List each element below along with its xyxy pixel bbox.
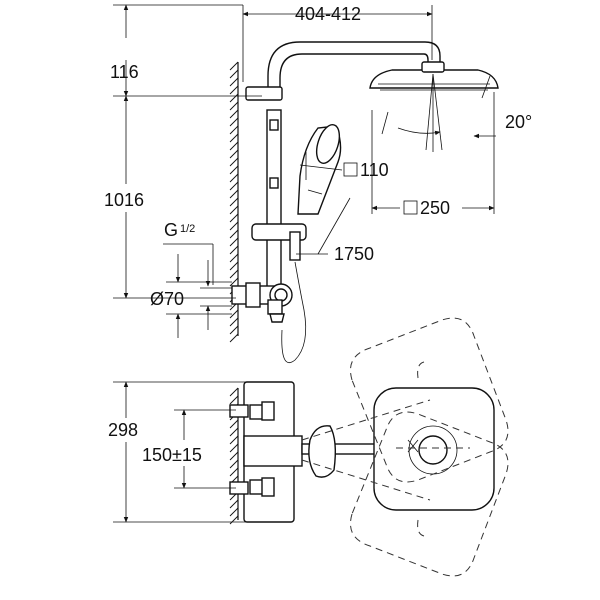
wall-hatch-line [229,69,239,79]
wall-hatch-line [229,189,239,199]
wall-hatch-line [229,229,239,239]
cross-mark-icon [407,439,419,453]
wall-hatch-line [229,93,239,103]
dim-width-span: 404-412 [242,4,433,82]
dim-inlet-diameter: Ø70 [150,254,232,338]
shower-hose [281,261,307,364]
wall-hatch-line [229,499,239,509]
wall-hatch-line [229,467,239,477]
tilt-indicator [381,73,496,152]
wall-hatch-line [229,205,239,215]
wall-hatch-line [229,443,239,453]
top-wall-bracket [245,86,283,101]
wall-hatch-line [229,109,239,119]
head-shower-size-label: 250 [420,198,450,218]
wall-hatch-line [229,237,239,247]
overhead-shower-head-top [373,387,495,511]
wall-hatch-line [229,317,239,327]
hand-shower [297,124,342,215]
dim-inlet-spacing: 150±15 [142,409,236,489]
wall-hatch-line [229,427,239,437]
wall-hatch-line [229,221,239,231]
wall-hatch-line [229,419,239,429]
rotation-dashed-outlines [301,317,509,577]
column-height-label: 1016 [104,190,144,210]
wall-hatch-line [229,459,239,469]
side-view: 404-412 116 1016 G 1/2 [104,4,532,364]
wall-hatch-line [229,141,239,151]
wall-hatch-line [229,309,239,319]
mixer-height-label: 298 [108,420,138,440]
shower-rail [245,41,441,291]
tilt-angle-label: 20° [505,112,532,132]
inlet-diameter-label: Ø70 [150,289,184,309]
wall-hatch-line [229,197,239,207]
wall-hatch-line [229,261,239,271]
wall-hatch-line [229,269,239,279]
wall-hatch-line [229,173,239,183]
wall-hatch-line [229,101,239,111]
thread-g-label: G [164,220,178,240]
wall-hatch-line [229,125,239,135]
dim-top-offset: 116 [110,4,262,97]
wall-hatch-line [229,435,239,445]
inlet-spacing-label: 150±15 [142,445,202,465]
wall-hatch-line [229,149,239,159]
hose-length-label: 1750 [334,244,374,264]
wall-hatch-line [229,77,239,87]
wall-hatch-line [229,133,239,143]
thread-fraction-label: 1/2 [180,223,195,235]
wall-hatch-line [229,387,239,397]
square-symbol-icon-2 [403,200,418,215]
wall-hatch-line [229,245,239,255]
dim-hand-shower-size: 110 [299,152,389,180]
wall-hatch-line [229,61,239,71]
wall-hatch-line [229,117,239,127]
dim-mixer-height: 298 [108,381,292,523]
wall-hatch-line [229,253,239,263]
hand-shower-size-label: 110 [360,160,389,180]
wall-hatch-line [229,85,239,95]
dim-hose-length: 1750 [296,197,374,264]
thermostat-mixer-top [229,381,303,523]
wall-hatch-line [229,333,239,343]
width-span-label: 404-412 [295,4,361,24]
wall-hatch-line [229,181,239,191]
top-offset-label: 116 [110,62,139,82]
wall-hatch-line [229,325,239,335]
square-symbol-icon [343,162,358,177]
wall-hatch-line [229,451,239,461]
thread-callout: G 1/2 [163,220,214,285]
dim-column-height: 1016 [104,95,236,299]
hand-shower-slider [251,223,307,261]
wall-hatch-line [229,515,239,525]
wall-hatch-line [229,165,239,175]
wall-hatch-line [229,507,239,517]
top-view: 298 150±15 [108,317,509,577]
wall-hatch-line [229,157,239,167]
wall-hatch-line [229,395,239,405]
dim-head-shower-size: 250 [371,92,495,218]
wall-hatch-line [229,213,239,223]
thermostat-mixer-side [231,282,293,323]
wall-hatch-line [229,277,239,287]
